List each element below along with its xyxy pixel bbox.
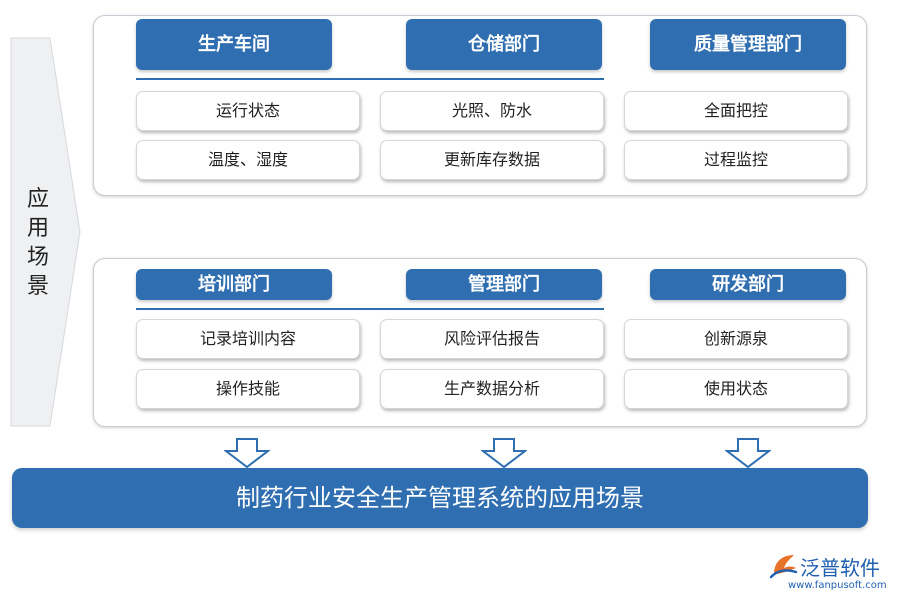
logo-name: 泛普软件 [800,556,880,580]
scenario-item: 全面把控 [624,91,848,131]
logo-url: www.fanpusoft.com [788,580,887,591]
scenario-item: 运行状态 [136,91,360,131]
down-arrow-icon [481,438,527,468]
dept-header-management: 管理部门 [406,269,602,300]
scenario-item: 记录培训内容 [136,319,360,359]
side-label: 应用场景 [26,187,49,299]
down-arrow-icon [725,438,771,468]
dept-header-training: 培训部门 [136,269,332,300]
header-divider [136,78,604,80]
scenario-item: 生产数据分析 [380,369,604,409]
scenario-item: 创新源泉 [624,319,848,359]
scenario-item: 操作技能 [136,369,360,409]
scenario-item: 使用状态 [624,369,848,409]
scenario-item: 风险评估报告 [380,319,604,359]
scenario-item: 更新库存数据 [380,140,604,180]
dept-header-rnd: 研发部门 [650,269,846,300]
dept-header-production: 生产车间 [136,19,332,70]
header-divider [136,308,604,310]
panel-bottom: 培训部门 管理部门 研发部门 记录培训内容 操作技能 风险评估报告 生产数据分析… [93,258,867,427]
side-arrow-shape [10,37,81,427]
scenario-item: 过程监控 [624,140,848,180]
dept-header-storage: 仓储部门 [406,19,602,70]
summary-banner: 制药行业安全生产管理系统的应用场景 [12,468,868,528]
down-arrow-icon [224,438,270,468]
scenario-item: 光照、防水 [380,91,604,131]
dept-header-quality: 质量管理部门 [650,19,846,70]
panel-top: 生产车间 仓储部门 质量管理部门 运行状态 温度、湿度 光照、防水 更新库存数据… [93,15,867,196]
logo-mark-icon [769,555,798,579]
brand-logo: 泛普软件 www.fanpusoft.com [768,550,896,596]
scenario-item: 温度、湿度 [136,140,360,180]
